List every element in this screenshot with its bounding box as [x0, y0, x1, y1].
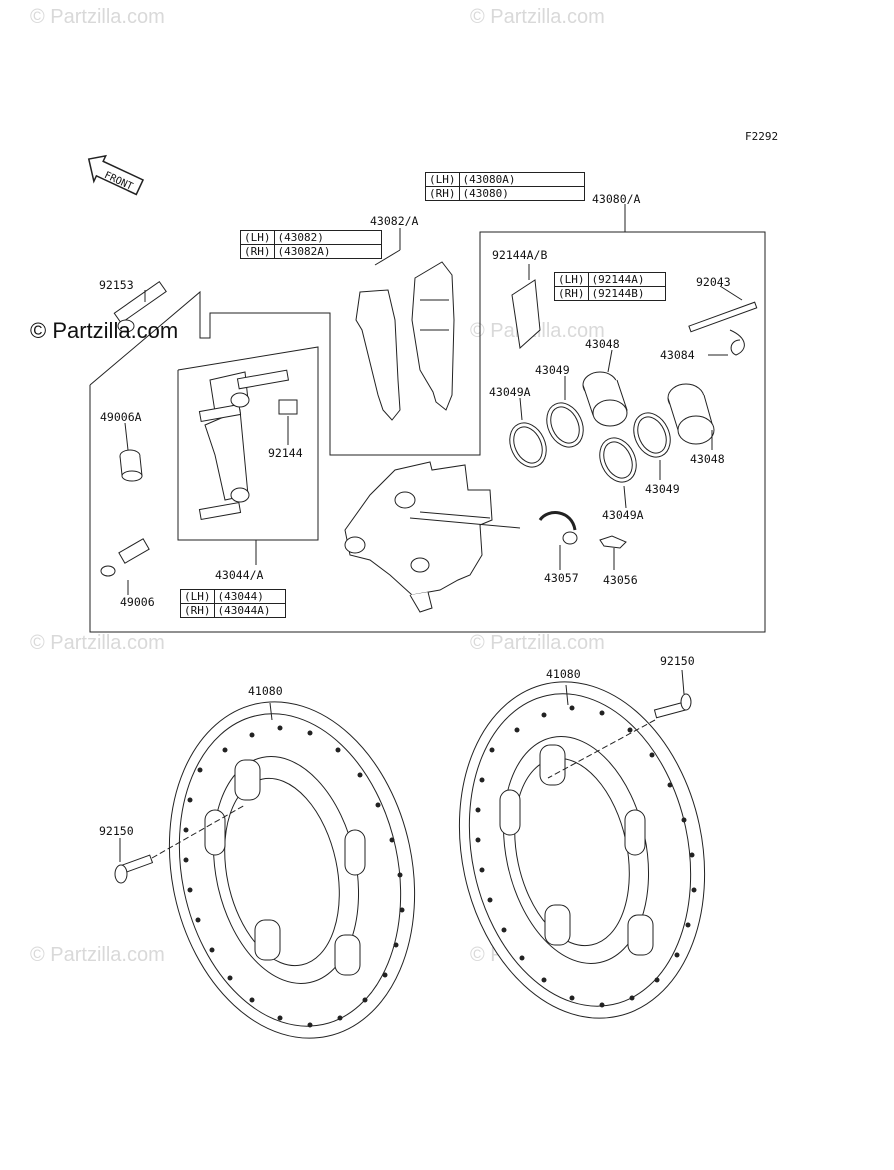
variant-side: (RH) [425, 186, 460, 201]
front-arrow-icon [87, 154, 145, 196]
callout-43049: 43049 [535, 363, 570, 377]
callout-49006: 49006 [120, 595, 155, 609]
callout-43084: 43084 [660, 348, 695, 362]
variant-table-43080: (LH)(43080A) (RH)(43080) [425, 172, 585, 201]
callout-49006A: 49006A [100, 410, 142, 424]
figure-code: F2292 [745, 130, 779, 143]
bleed-valve-icon [599, 535, 627, 570]
assembly-frame [89, 231, 766, 633]
callout-43049A: 43049A [602, 508, 644, 522]
variant-part: (43082) [273, 230, 382, 245]
callout-43082A: 43082/A [370, 214, 419, 228]
variant-table-43082: (LH)(43082) (RH)(43082A) [240, 230, 382, 259]
variant-side: (LH) [240, 230, 275, 245]
brake-disc-left-icon [168, 701, 416, 1039]
seal-icon [603, 441, 633, 479]
watermark: © Partzilla.com [30, 632, 165, 654]
variant-side: (LH) [425, 172, 460, 187]
variant-side: (RH) [554, 286, 589, 301]
callout-92144AB: 92144A/B [492, 248, 548, 262]
variant-part: (43044A) [213, 603, 286, 618]
seal-icon [599, 437, 637, 483]
pin-92153-icon [113, 280, 167, 333]
watermark: © Partzilla.com [470, 632, 605, 654]
callout-43048: 43048 [585, 337, 620, 351]
variant-side: (RH) [240, 244, 275, 259]
callout-43044A: 43044/A [215, 568, 264, 582]
pin-92043-icon [688, 285, 758, 333]
watermark: © Partzilla.com [30, 6, 165, 28]
seal-icon [637, 416, 667, 454]
variant-part: (92144A) [587, 272, 666, 287]
slide-pin-49006-icon [100, 538, 150, 595]
callout-92043: 92043 [696, 275, 731, 289]
banjo-fitting-icon [538, 511, 578, 570]
variant-table-92144: (LH)(92144A) (RH)(92144B) [554, 272, 666, 301]
callout-43049A: 43049A [489, 385, 531, 399]
variant-part: (92144B) [587, 286, 666, 301]
callout-41080: 41080 [248, 684, 283, 698]
seal-icon [550, 406, 580, 444]
callout-43057: 43057 [544, 571, 579, 585]
variant-part: (43080A) [458, 172, 585, 187]
disc-bolt-icon [114, 804, 246, 884]
variant-part: (43082A) [273, 244, 382, 259]
variant-part: (43044) [213, 589, 286, 604]
variant-side: (RH) [180, 603, 215, 618]
seal-icon [509, 422, 547, 468]
boot-49006A-icon [119, 422, 143, 482]
brake-pads-icon [355, 261, 455, 421]
bracket-frame [177, 346, 319, 541]
clip-43084-icon [708, 329, 745, 356]
seal-icon [513, 426, 543, 464]
variant-side: (LH) [554, 272, 589, 287]
piston-icon [582, 349, 628, 427]
callout-43080A: 43080/A [592, 192, 641, 206]
caliper-body-icon [344, 461, 521, 613]
callout-92144: 92144 [268, 446, 303, 460]
callout-43048: 43048 [690, 452, 725, 466]
seal-icon [546, 402, 584, 448]
caliper-bracket-icon [198, 369, 290, 520]
disc-bolt-icon [547, 669, 692, 779]
callout-92150: 92150 [660, 654, 695, 668]
piston-icon [667, 383, 715, 450]
seal-icon [633, 412, 671, 458]
pad-spring-92144-icon [278, 399, 298, 445]
brake-disc-right-icon [458, 681, 706, 1019]
callout-92150: 92150 [99, 824, 134, 838]
callout-43056: 43056 [603, 573, 638, 587]
callout-41080: 41080 [546, 667, 581, 681]
variant-side: (LH) [180, 589, 215, 604]
variant-table-43044: (LH)(43044) (RH)(43044A) [180, 589, 286, 618]
watermark-main: © Partzilla.com [30, 318, 179, 343]
watermark: © Partzilla.com [470, 6, 605, 28]
callout-43049: 43049 [645, 482, 680, 496]
shim-92144AB-icon [511, 264, 541, 349]
watermark: © Partzilla.com [30, 944, 165, 966]
variant-part: (43080) [458, 186, 585, 201]
callout-92153: 92153 [99, 278, 134, 292]
